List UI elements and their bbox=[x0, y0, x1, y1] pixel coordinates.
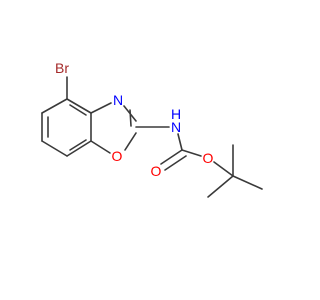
bond-tbutyl-methyl bbox=[207, 175, 234, 198]
bond bbox=[90, 140, 111, 154]
bond-carbonyl-double bbox=[164, 155, 187, 171]
bond bbox=[90, 102, 112, 114]
oxazole-ring bbox=[90, 102, 137, 154]
bond bbox=[124, 132, 137, 151]
atom-ring-nitrogen-label: N bbox=[113, 92, 123, 108]
atom-bromine-label: Br bbox=[55, 60, 69, 76]
bond-carbonyl-double bbox=[160, 149, 183, 165]
bond-o-tbutyl bbox=[213, 161, 234, 177]
bond bbox=[66, 140, 92, 157]
atom-amide-nitrogen-label: N bbox=[171, 119, 181, 135]
bond bbox=[129, 109, 132, 127]
atom-ester-oxygen-label: O bbox=[203, 150, 214, 166]
bond bbox=[41, 140, 68, 157]
double-bond-inner bbox=[69, 104, 87, 116]
bond-n-carbonyl bbox=[177, 133, 183, 151]
benzene-ring bbox=[41, 98, 92, 157]
atom-amide-hydrogen-label: H bbox=[171, 106, 181, 122]
molecule-diagram: Br N O H N O O bbox=[41, 60, 263, 198]
bond-carbonyl-ester bbox=[181, 149, 202, 157]
atom-ring-oxygen-label: O bbox=[112, 148, 123, 164]
double-bond-inner bbox=[69, 139, 87, 151]
bond bbox=[41, 98, 68, 114]
bond-tbutyl-methyl bbox=[232, 175, 263, 190]
atom-carbonyl-oxygen-label: O bbox=[151, 163, 162, 179]
bond bbox=[66, 98, 92, 114]
